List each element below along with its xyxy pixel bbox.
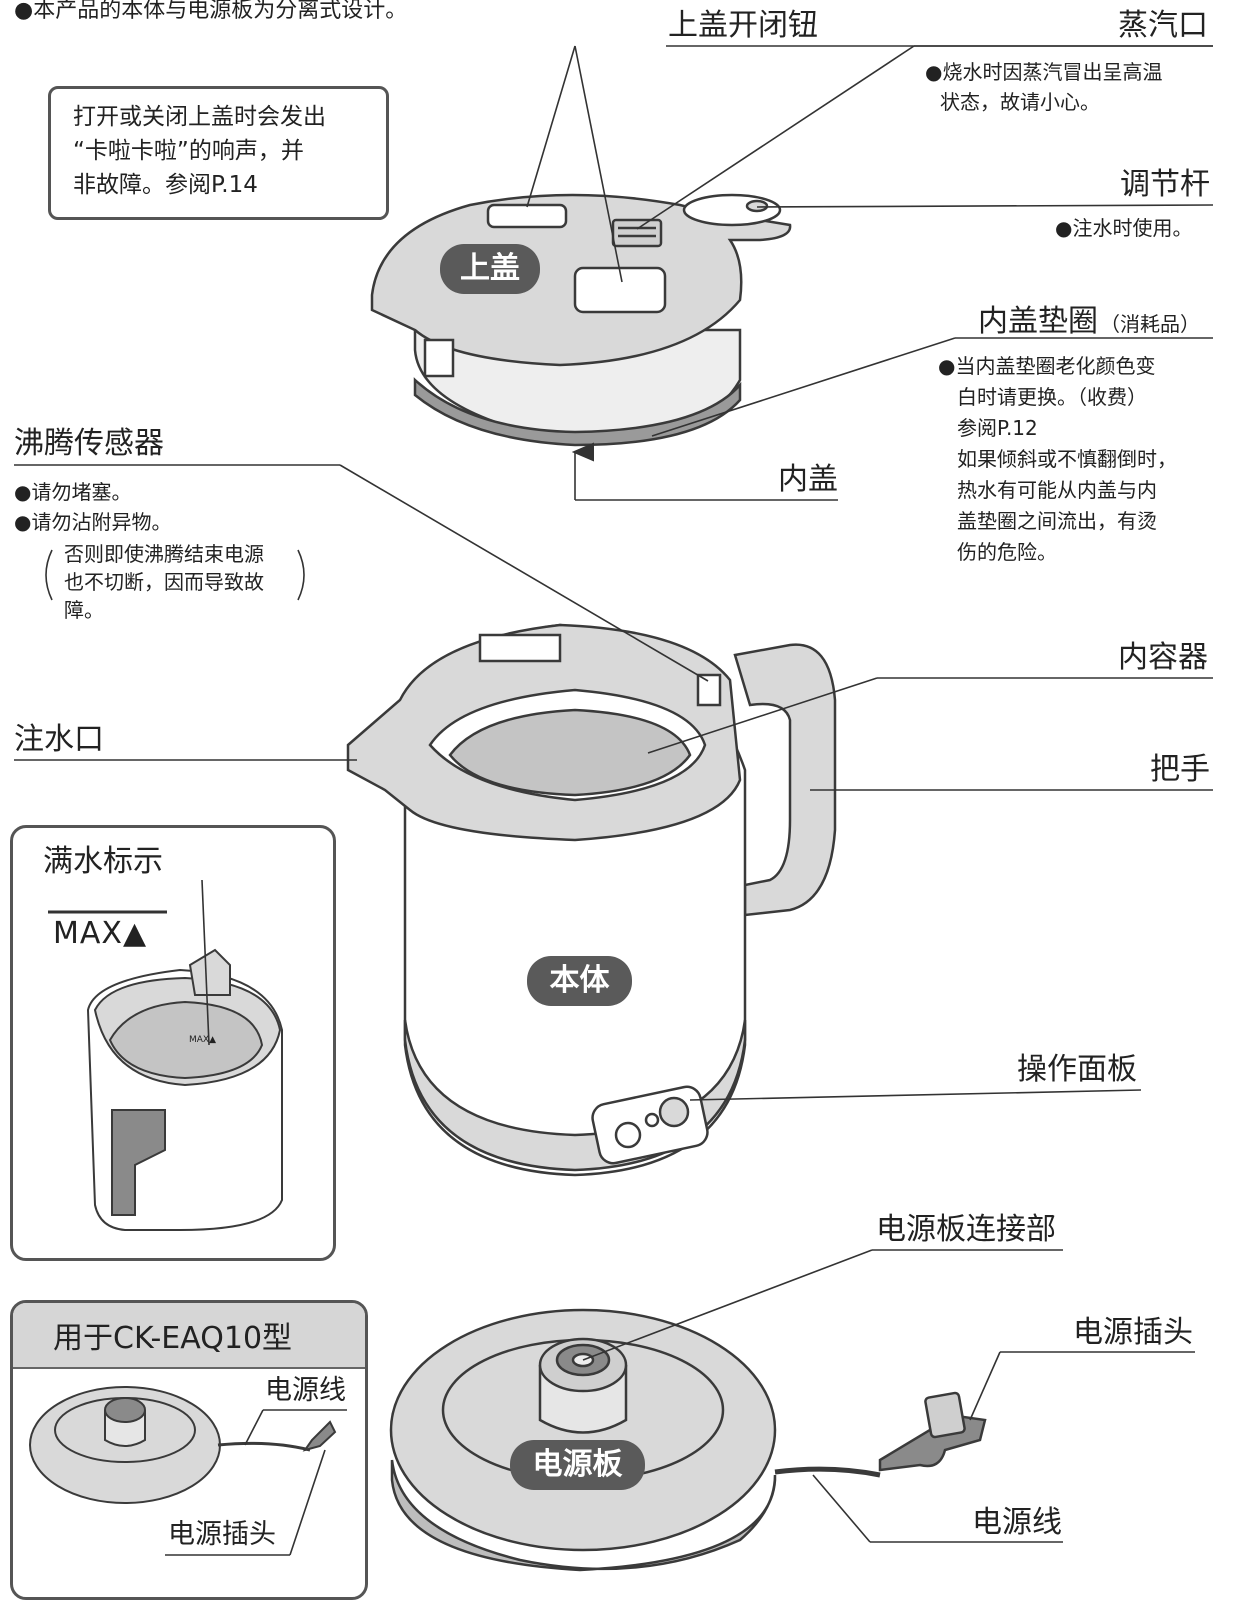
intro-text: ●本产品的本体与电源板为分离式设计。 [14, 0, 408, 23]
control-panel-label: 操作面板 [1017, 1052, 1137, 1087]
callout-line-1: 打开或关闭上盖时会发出 [73, 104, 326, 130]
lid-badge: 上盖 [440, 244, 540, 294]
gasket-suffix: （消耗品） [1100, 312, 1200, 336]
plug-label: 电源插头 [1073, 1315, 1193, 1350]
max-small-mark: MAX▲ [189, 1035, 217, 1045]
base-illustration [389, 1308, 987, 1572]
gasket-note-4: 如果倾斜或不慎翻倒时， [957, 447, 1177, 471]
lid-illustration [370, 193, 792, 447]
base-badge: 电源板 [510, 1440, 645, 1490]
gasket-note-5: 热水有可能从内盖与内 [957, 478, 1157, 502]
leader-lines [14, 45, 1214, 1556]
boil-sensor-label: 沸腾传感器 [14, 426, 164, 461]
steam-vent-note-1: ●烧水时因蒸汽冒出呈高温 [925, 60, 1163, 84]
gasket-note-2: 白时请更换。（收费） [957, 385, 1147, 409]
callout-line-3: 非故障。参阅P.14 [73, 172, 258, 198]
body-badge: 本体 [527, 956, 632, 1006]
model-plug-label: 电源插头 [168, 1519, 276, 1550]
boil-sensor-note-2: ●请勿沾附异物。 [14, 510, 172, 534]
inner-lid-label: 内盖 [778, 462, 838, 497]
max-panel: 满水标示 MAX▲ MAX▲ [10, 825, 336, 1261]
callout-line-2: “卡啦卡啦”的响声，并 [73, 138, 304, 164]
boil-sensor-note-3: 否则即使沸腾结束电源 [64, 542, 264, 566]
max-panel-title: 满水标示 [43, 844, 163, 879]
lid-noise-callout: 打开或关闭上盖时会发出 “卡啦卡啦”的响声，并 非故障。参阅P.14 [48, 86, 389, 220]
model-panel: 用于CK-EAQ10型 电源线 电源插头 [10, 1300, 368, 1600]
cord-label: 电源线 [972, 1505, 1062, 1540]
lever-note: ●注水时使用。 [1055, 216, 1193, 240]
boil-sensor-note-4: 也不切断，因而导致故 [64, 570, 264, 594]
gasket-note-7: 伤的危险。 [957, 540, 1057, 564]
inner-container-label: 内容器 [1118, 640, 1208, 675]
steam-vent-label: 蒸汽口 [1118, 8, 1208, 43]
boil-sensor-note-1: ●请勿堵塞。 [14, 480, 132, 504]
model-panel-title: 用于CK-EAQ10型 [13, 1303, 365, 1369]
max-mark: MAX▲ [53, 916, 148, 951]
gasket-note-1: ●当内盖垫圈老化颜色变 [938, 354, 1156, 378]
gasket-note-3: 参阅P.12 [957, 416, 1038, 440]
handle-label: 把手 [1150, 752, 1210, 787]
kettle-illustration [346, 623, 837, 1177]
boil-sensor-note-5: 障。 [64, 598, 104, 622]
model-cord-label: 电源线 [265, 1375, 346, 1406]
max-kettle-illustration [86, 948, 283, 1231]
lever-label: 调节杆 [1120, 167, 1210, 202]
gasket-label: 内盖垫圈 [978, 304, 1098, 339]
steam-vent-note-2: 状态，故请小心。 [940, 90, 1100, 114]
mini-base-illustration [29, 1386, 337, 1504]
lid-button-label: 上盖开闭钮 [668, 8, 818, 43]
spout-label: 注水口 [14, 722, 104, 757]
gasket-note-6: 盖垫圈之间流出，有烫 [957, 509, 1157, 533]
connector-label: 电源板连接部 [876, 1212, 1056, 1247]
